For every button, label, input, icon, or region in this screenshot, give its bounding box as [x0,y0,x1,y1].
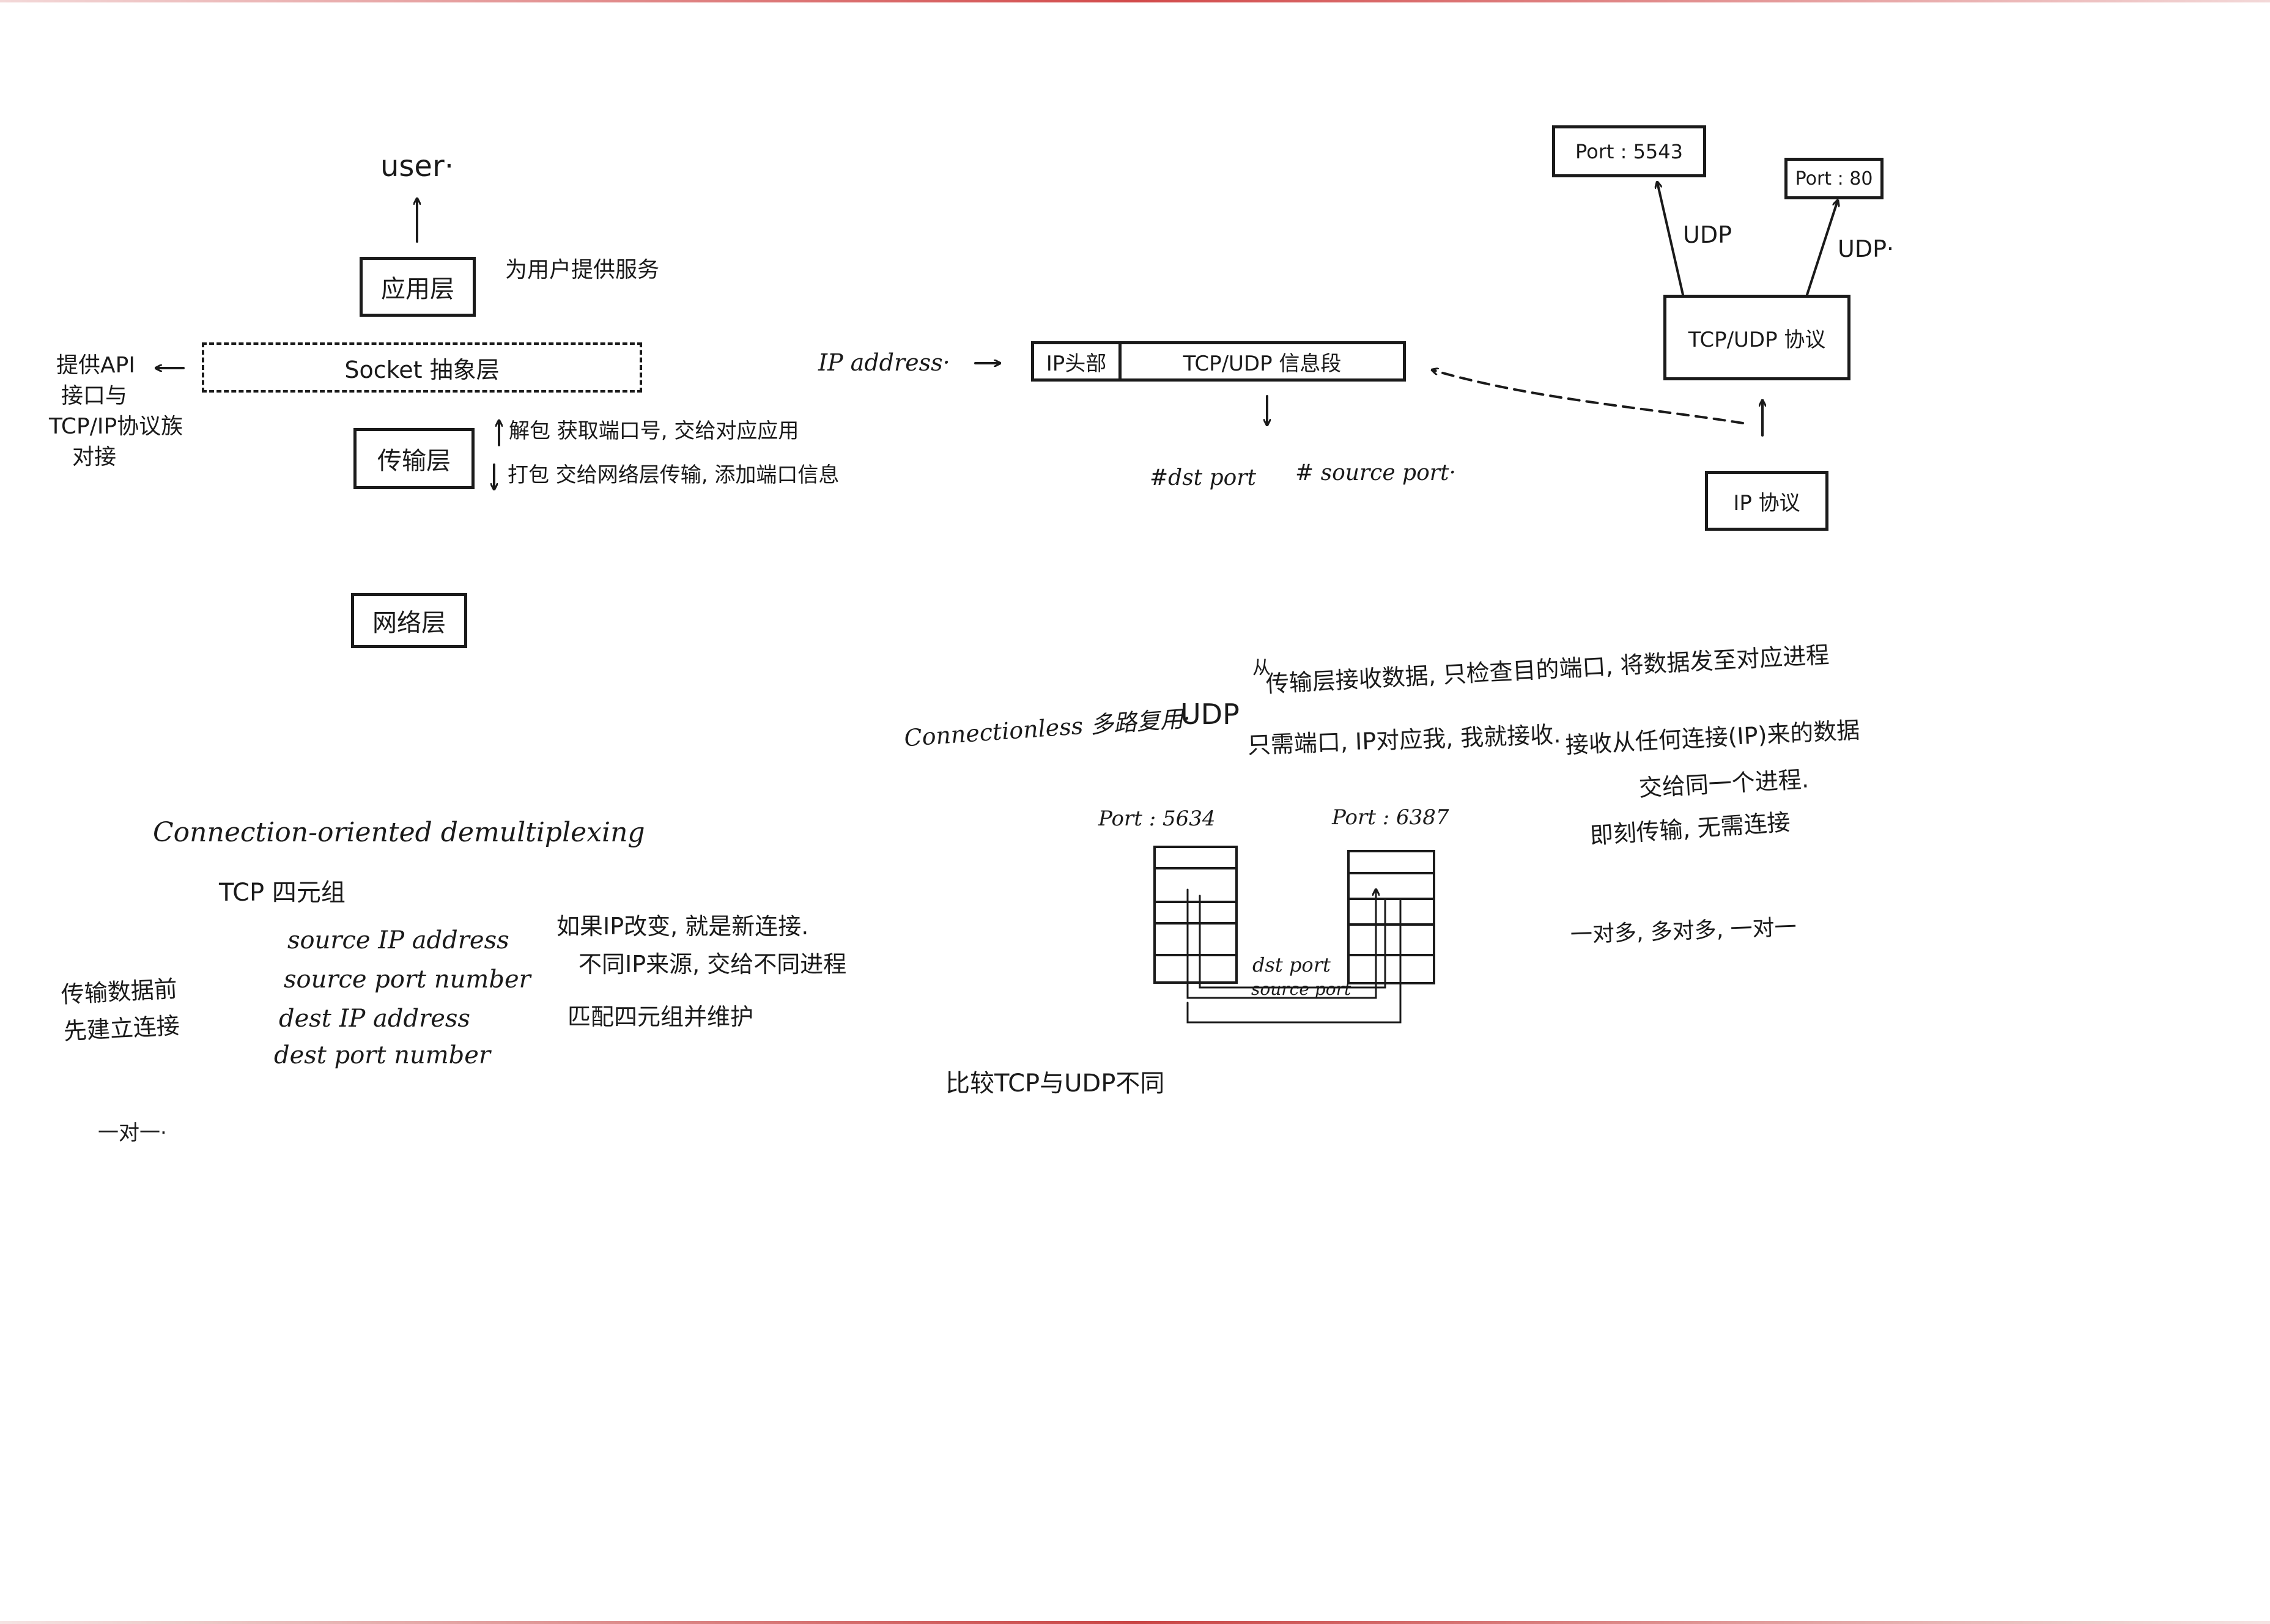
connectionless-marker: 从 [1252,657,1271,679]
user-label: user· [380,149,454,183]
ip-header-box: IP头部 [1031,341,1122,382]
socket-note-line-2: 接口与 [61,383,128,408]
side-note-line-2: 先建立连接 [62,1012,180,1045]
network-layer-label: 网络层 [372,609,446,637]
socket-note-line-3: TCP/IP协议族 [49,414,183,439]
udp-label-a: UDP [1683,221,1732,248]
network-layer-box: 网络层 [351,593,467,648]
side-note-line-1: 传输数据前 [60,975,178,1008]
ip-protocol-label: IP 协议 [1733,490,1800,515]
application-layer-note: 为用户提供服务 [505,257,660,282]
socket-note-line-4: 对接 [72,445,117,470]
socket-layer-label: Socket 抽象层 [344,356,500,383]
arrow-stack-to-packet [1432,370,1744,424]
tuple-field-1: source IP address [287,926,509,954]
dst-port-label: #dst port [1150,465,1256,490]
tuple-field-3: dest IP address [279,1005,470,1033]
port-a-label: Port : 5543 [1575,139,1683,163]
port-a-box: Port : 5543 [1552,125,1706,177]
port-b-box: Port : 80 [1784,158,1884,199]
port-b-label: Port : 80 [1795,168,1873,190]
segment-label: TCP/UDP 信息段 [1183,351,1342,376]
tcp-udp-protocol-box: TCP/UDP 协议 [1663,295,1850,380]
compare-note: 比较TCP与UDP不同 [945,1069,1165,1098]
one-to-one-label: 一对一· [98,1121,167,1145]
tcp-note-1: 如果IP改变, 就是新连接. [556,913,809,940]
transport-layer-box: 传输层 [353,428,475,489]
udp-label-b: UDP· [1838,235,1895,262]
connection-oriented-title: Connection-oriented demultiplexing [153,817,645,848]
socket-note-line-1: 提供API [56,353,135,378]
pack-note: 打包 交给网络层传输, 添加端口信息 [508,463,840,487]
ip-address-label: IP address· [818,349,950,376]
paper-top-edge [0,0,2270,2]
src-port-label: # source port· [1295,460,1456,485]
right-port-label: Port : 6387 [1332,805,1449,830]
tcp-udp-protocol-label: TCP/UDP 协议 [1688,327,1826,352]
tuple-field-2: source port number [284,965,531,994]
ports-dst-label: dst port [1252,953,1331,976]
arrow-to-port-a [1657,182,1684,296]
unpack-note: 解包 获取端口号, 交给对应应用 [509,419,799,443]
udp-heading: UDP [1180,698,1240,731]
application-layer-box: 应用层 [360,257,476,317]
paper-bottom-edge [0,1621,2270,1624]
port-stacks [1153,846,1435,984]
segment-box: TCP/UDP 信息段 [1118,341,1406,382]
transport-layer-label: 传输层 [377,447,451,475]
tcp-note-2: 不同IP来源, 交给不同进程 [579,951,847,978]
tcp-tuple-label: TCP 四元组 [219,879,346,907]
ports-src-label: source port [1251,979,1351,999]
socket-layer-box: Socket 抽象层 [202,342,642,393]
tcp-note-3: 匹配四元组并维护 [568,1003,754,1030]
port-connectors [1186,890,1402,1024]
arrow-to-port-b [1806,201,1838,296]
ip-protocol-box: IP 协议 [1705,471,1828,531]
application-layer-label: 应用层 [381,275,454,303]
ip-header-label: IP头部 [1046,351,1107,376]
left-port-label: Port : 5634 [1098,806,1216,831]
tuple-field-4: dest port number [274,1041,491,1069]
